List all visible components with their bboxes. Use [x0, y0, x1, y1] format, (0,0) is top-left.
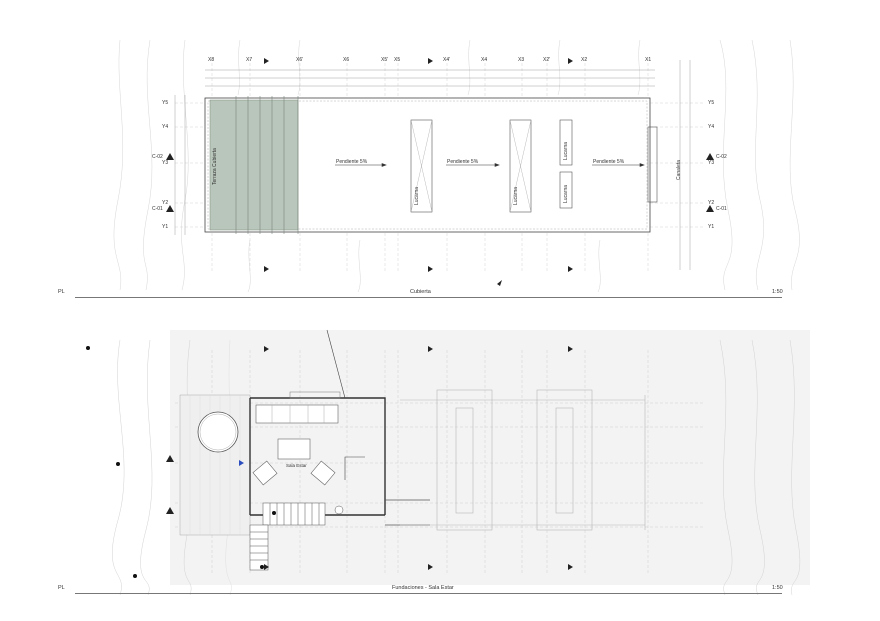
survey-points [86, 346, 276, 578]
row-label: Y4 [162, 124, 169, 130]
terrace-deck [209, 99, 299, 231]
armchair [310, 460, 336, 486]
plan-scale: 1:50 [772, 585, 783, 591]
coffee-table [277, 438, 311, 460]
plan-scale: 1:50 [772, 289, 783, 295]
plan-title: Fundaciones - Sala Estar [392, 585, 454, 591]
gutter-label: Canaleta [676, 159, 682, 180]
row-label: Y4 [708, 124, 715, 130]
dimension-lines [174, 60, 691, 270]
terrace-label: Terraza Cubierta [212, 148, 218, 185]
slope-label: Pendiente 5% [447, 159, 479, 165]
skylight-label: Lucarna [513, 186, 519, 205]
row-label: Y3 [708, 160, 715, 166]
skylight-label: Lucarna [563, 141, 569, 160]
foundation-plan-drawing [86, 329, 810, 596]
row-label: Y1 [708, 224, 715, 230]
entry-arrow-icon [239, 460, 244, 466]
row-label: Y1 [162, 224, 169, 230]
plan-code: PL [58, 585, 65, 591]
grid-label: X2 [581, 57, 588, 63]
slope-label: Pendiente 5% [593, 159, 625, 165]
grid-label: X7 [246, 57, 253, 63]
row-label: Y2 [162, 200, 169, 206]
plan-title-bar: PL Cubierta 1:50 [0, 289, 880, 299]
grid-label: X1 [645, 57, 652, 63]
grid-label: X4' [443, 57, 451, 63]
section-label: C-01 [152, 206, 163, 212]
row-label: Y5 [162, 100, 169, 106]
slope-arrows [335, 163, 645, 167]
grid-label: X4 [481, 57, 488, 63]
plan-title-bar: PL Fundaciones - Sala Estar 1:50 [0, 585, 880, 595]
hot-tub [197, 411, 239, 453]
stair [249, 502, 326, 571]
grid-label: X5 [394, 57, 401, 63]
sofa [255, 404, 339, 424]
skylights [410, 119, 573, 213]
terrain-contours [112, 339, 801, 596]
section-markers [166, 346, 573, 570]
north-arrow-icon [497, 280, 502, 286]
skylight-label: Lucarna [563, 184, 569, 203]
roof-plan-drawing [113, 39, 800, 293]
row-label: Y3 [162, 160, 169, 166]
room-label: Sala Estar [286, 463, 307, 468]
grid-axes [175, 350, 705, 575]
slope-label: Pendiente 5% [336, 159, 368, 165]
plan-code: PL [58, 289, 65, 295]
grid-label: X8 [208, 57, 215, 63]
section-label: C-02 [152, 154, 163, 160]
section-label: C-01 [716, 206, 727, 212]
terrain-contours [113, 39, 800, 293]
gutter-shape [647, 126, 658, 203]
armchair [252, 460, 278, 486]
terrace-beams [235, 96, 299, 234]
section-label: C-02 [716, 154, 727, 160]
foundation-outlines [400, 389, 646, 531]
row-label: Y2 [708, 200, 715, 206]
section-markers [166, 58, 714, 272]
grid-label: X6' [296, 57, 304, 63]
plan-title: Cubierta [410, 289, 431, 295]
row-label: Y5 [708, 100, 715, 106]
grid-label: X5' [381, 57, 389, 63]
skylight-label: Lucarna [414, 186, 420, 205]
grid-label: X3 [518, 57, 525, 63]
grid-label: X6 [343, 57, 350, 63]
site-shading [170, 330, 810, 585]
grid-label: X2' [543, 57, 551, 63]
